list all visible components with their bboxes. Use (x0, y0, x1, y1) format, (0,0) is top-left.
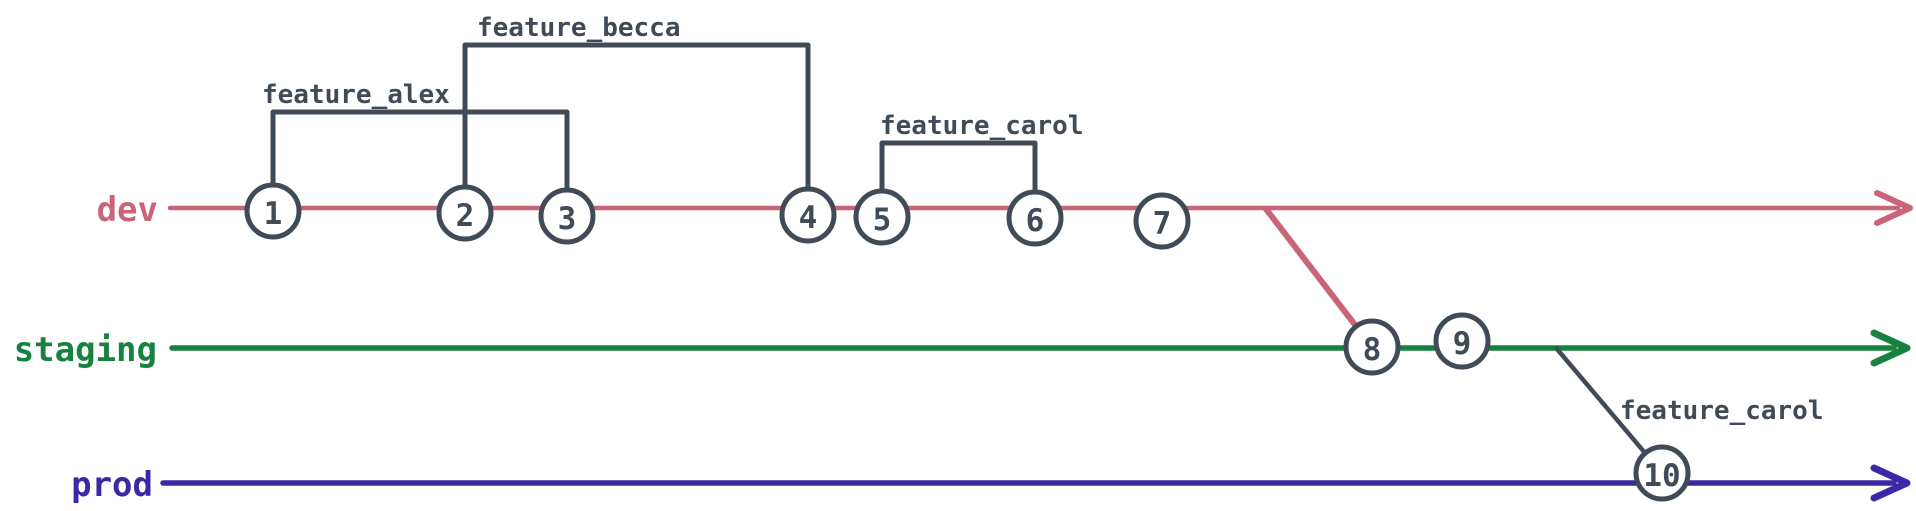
feature-branch-label: feature_carol (880, 111, 1084, 141)
commit-number: 3 (558, 201, 577, 237)
commit-number: 2 (456, 198, 475, 234)
feature-bracket-2-4 (462, 42, 811, 200)
branch-label-prod: prod (71, 465, 153, 505)
commit-number: 9 (1453, 326, 1472, 362)
arrow-right-icon (1870, 329, 1911, 367)
commit-node-10 (1633, 444, 1691, 502)
commit-node-2 (436, 184, 494, 242)
commit-node-1 (244, 182, 302, 240)
branch-label-staging: staging (14, 330, 157, 370)
feature-branch-label: feature_becca (477, 13, 681, 43)
merge-edge-label: feature_carol (1620, 396, 1824, 426)
commit-number: 7 (1153, 206, 1172, 242)
arrow-right-icon (1870, 464, 1911, 502)
branch-label-dev: dev (97, 190, 158, 230)
commit-node-6 (1006, 189, 1064, 247)
commit-number: 10 (1643, 458, 1680, 494)
commit-number: 1 (264, 196, 283, 232)
feature-branch-label: feature_alex (262, 80, 450, 110)
arrow-right-icon (1874, 190, 1913, 226)
commit-number: 5 (873, 202, 892, 238)
commit-number: 6 (1026, 203, 1045, 239)
commit-number: 4 (799, 200, 818, 236)
commit-node-8 (1343, 318, 1401, 376)
merge-edge-to-8 (1263, 206, 1375, 350)
feature-bracket-5-6 (879, 140, 1038, 203)
commit-node-4 (779, 186, 837, 244)
commit-node-9 (1433, 312, 1491, 370)
commit-node-7 (1133, 192, 1191, 250)
commit-node-5 (853, 188, 911, 246)
commit-number: 8 (1363, 332, 1382, 368)
commit-node-3 (538, 187, 596, 245)
feature-bracket-1-3 (270, 109, 570, 201)
